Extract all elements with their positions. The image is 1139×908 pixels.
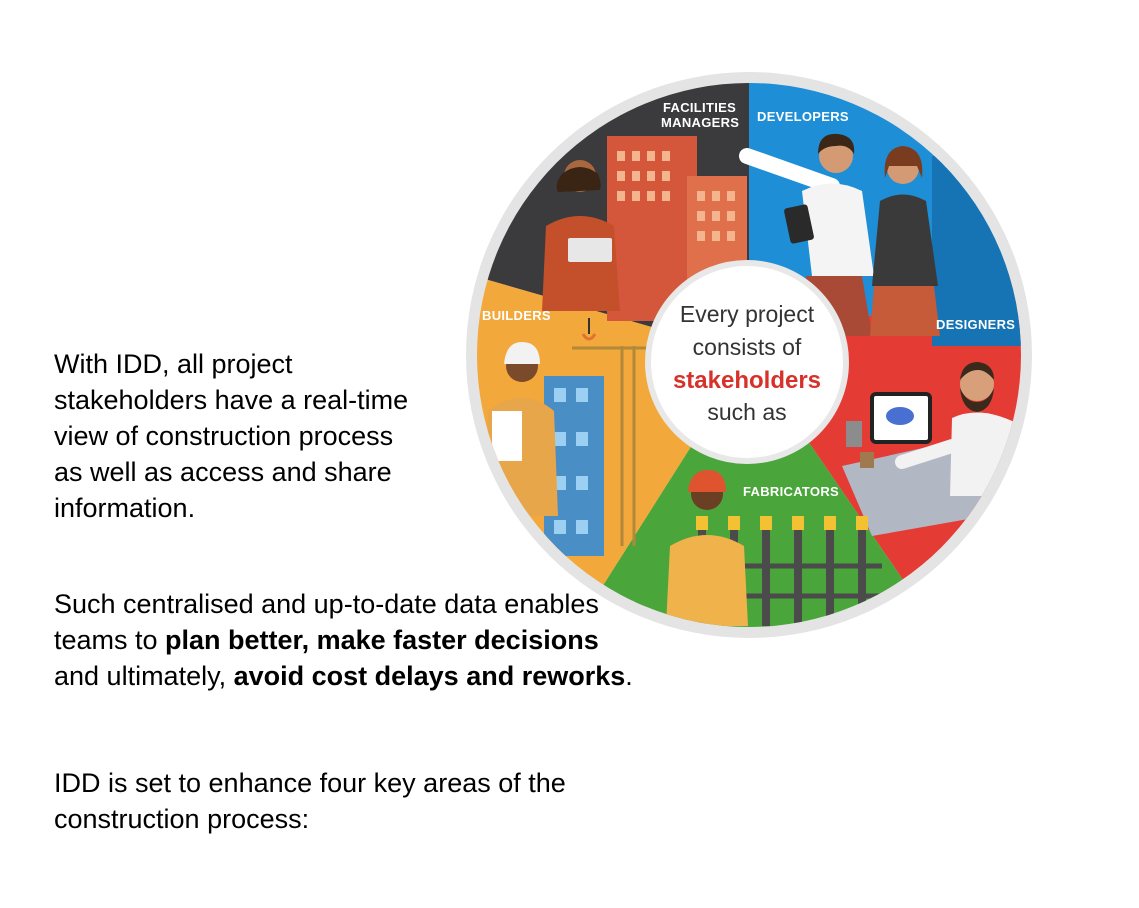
label-builders: BUILDERS [482,308,551,323]
data-bold-2: avoid cost delays and reworks [233,661,626,691]
label-facilities-line2: MANAGERS [661,115,739,130]
label-developers: DEVELOPERS [757,109,849,124]
intro-text: With IDD, all project stakeholders have … [54,349,409,523]
outro-text: IDD is set to enhance four key areas of … [54,768,566,834]
label-designers: DESIGNERS [936,317,1015,332]
data-text-3: . [625,661,633,691]
center-line-1: Every project [680,301,815,327]
stakeholder-wheel: FACILITIES MANAGERS DEVELOPERS DESIGNERS… [466,72,1032,638]
label-facilities-line1: FACILITIES [663,100,736,115]
outro-paragraph: IDD is set to enhance four key areas of … [54,765,644,837]
center-circle [645,260,849,464]
fabricators-illustration [666,470,882,626]
center-accent-word: stakeholders [673,367,821,394]
center-line-4: such as [707,399,786,425]
data-text-2: and ultimately, [54,661,234,691]
data-paragraph: Such centralised and up-to-date data ena… [54,586,644,694]
center-line-2: consists of [693,334,802,360]
intro-paragraph: With IDD, all project stakeholders have … [54,346,424,526]
data-bold-1: plan better, make faster decisions [165,625,599,655]
data-text-1: Such centralised and up-to-date data ena… [54,589,599,655]
builders-illustration [484,318,662,556]
label-fabricators: FABRICATORS [743,484,839,499]
